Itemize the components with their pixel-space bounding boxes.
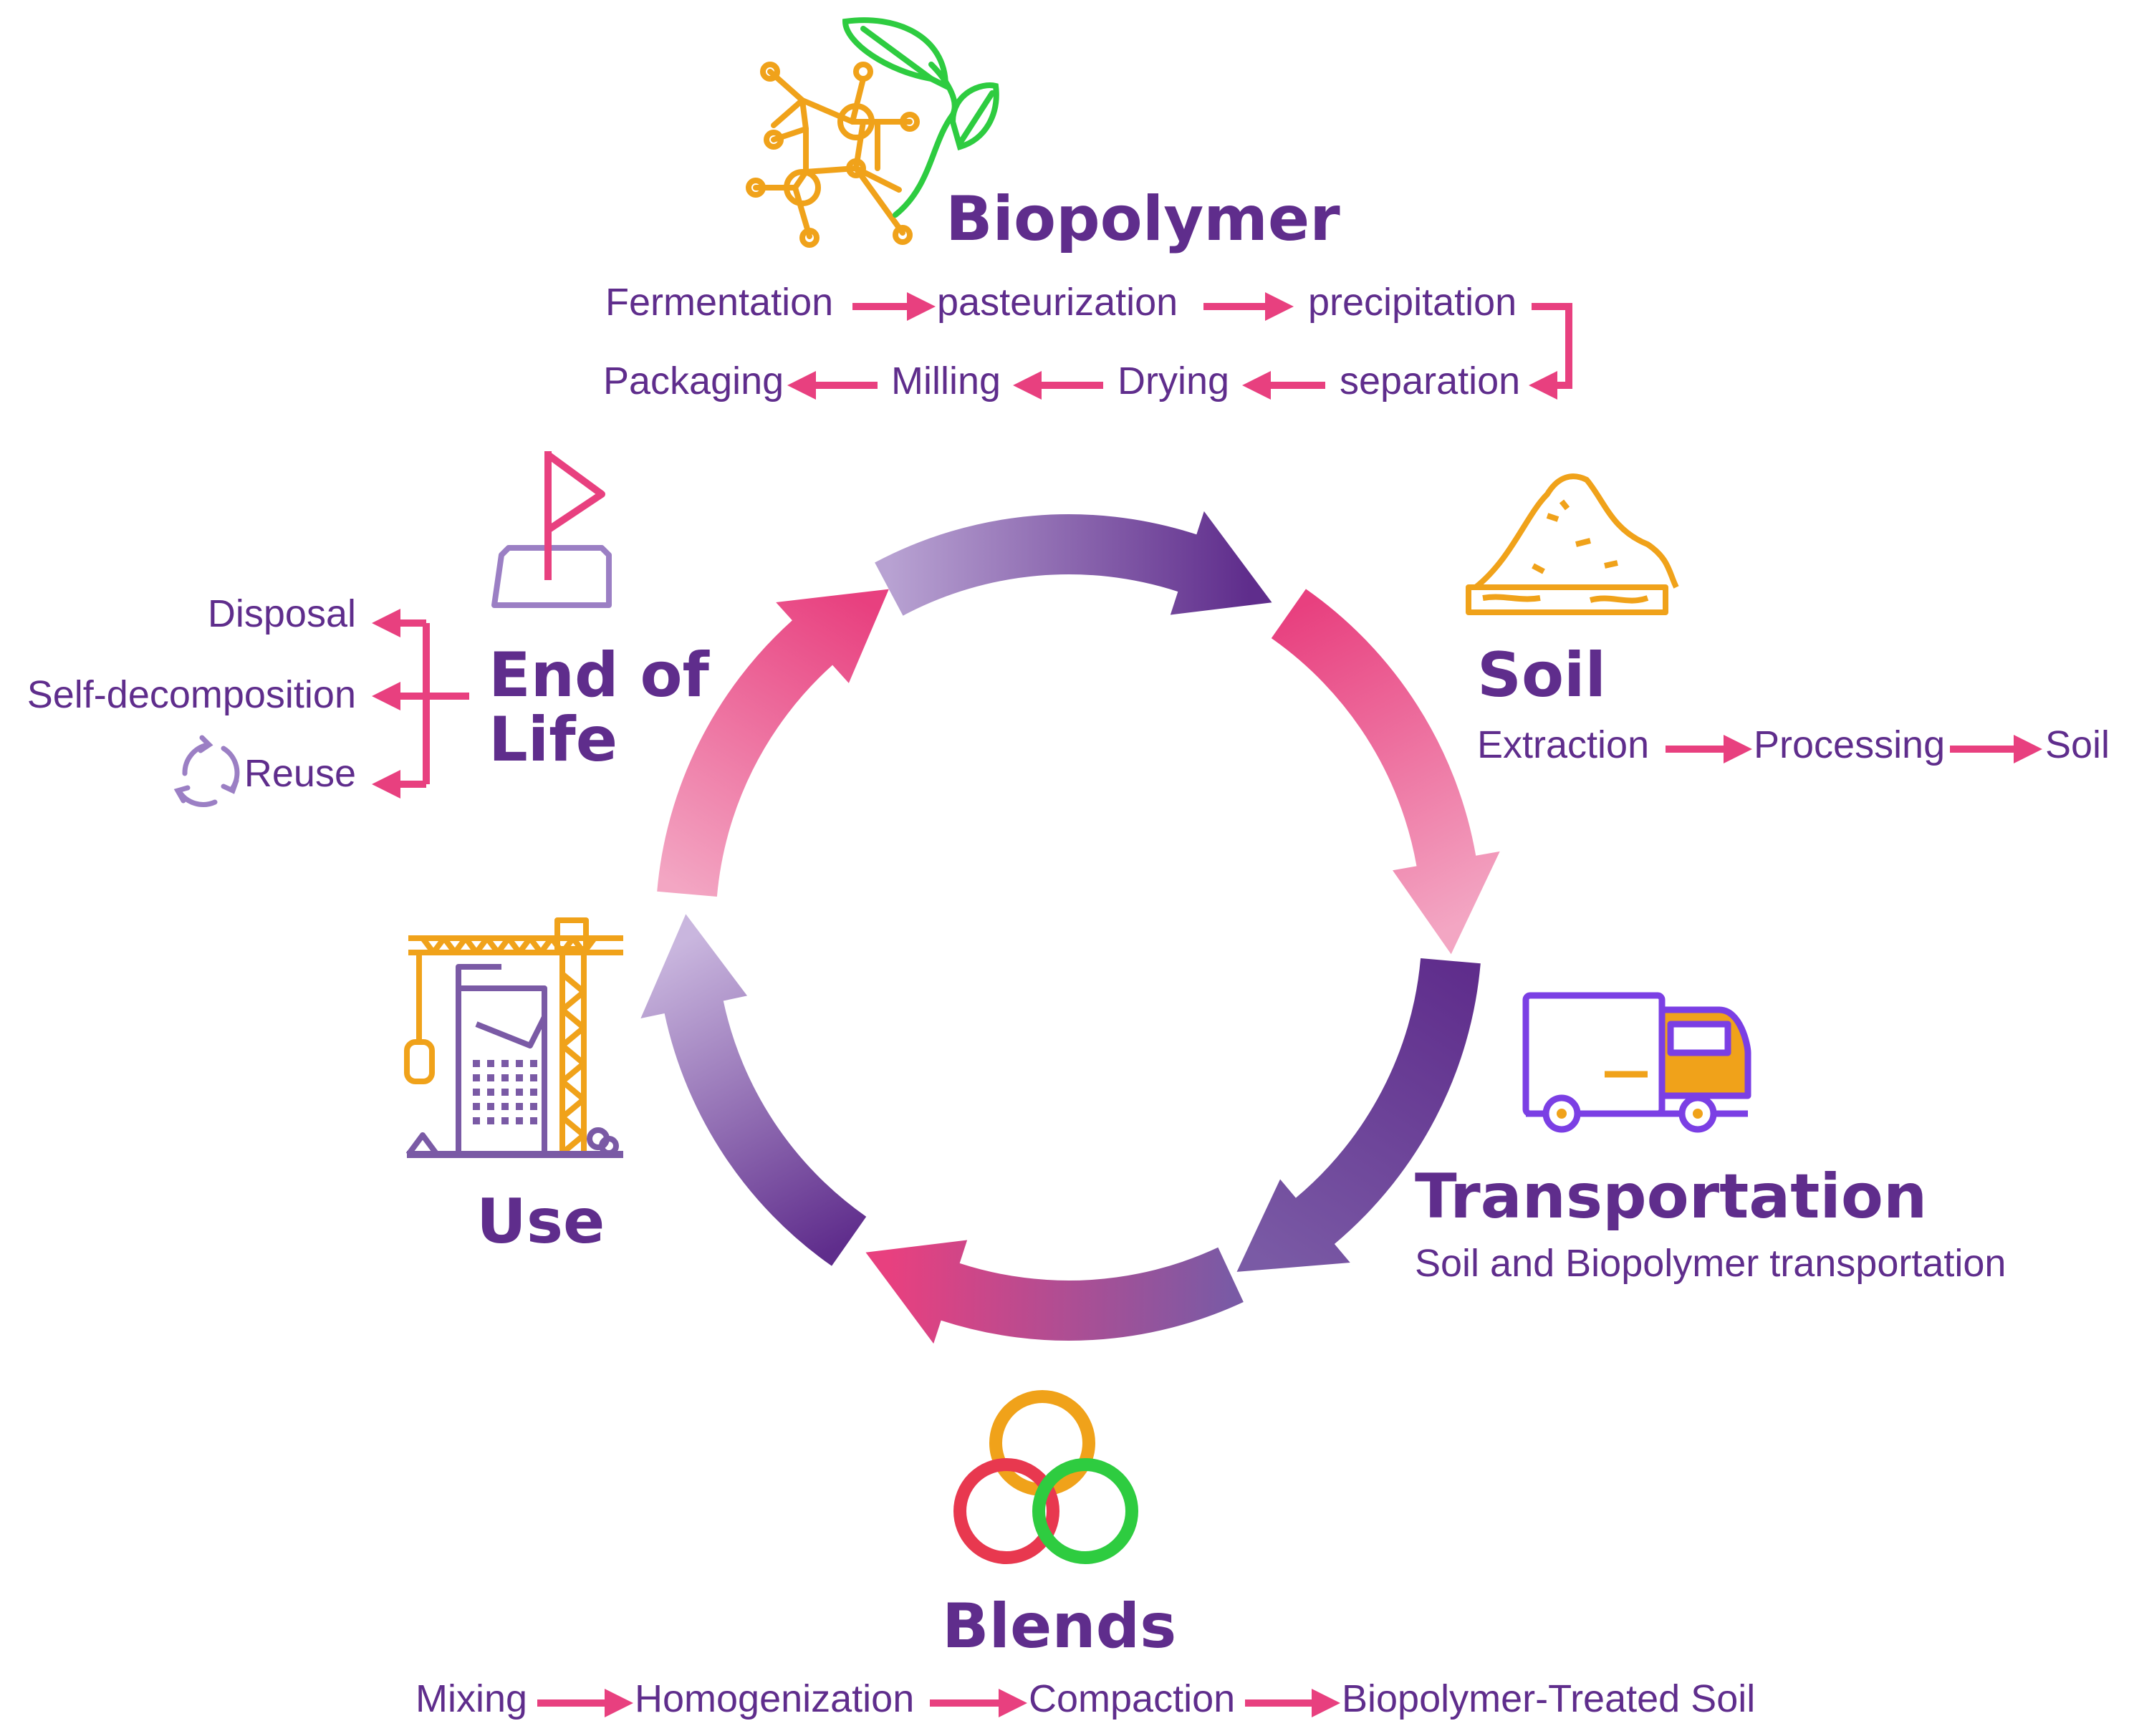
transportation-description: Soil and Biopolymer transportation	[1415, 1242, 2006, 1285]
blends-process-row: Mixing Homogenization Compaction Biopoly…	[415, 1677, 1755, 1720]
truck-icon	[1522, 992, 1751, 1133]
use-title: Use	[476, 1186, 605, 1258]
soil-title: Soil	[1477, 640, 1606, 711]
biopolymer-title: Biopolymer	[946, 183, 1340, 255]
end-of-life-branches	[372, 609, 469, 799]
flow-arrow	[1529, 303, 1572, 400]
cycle-arrow-segment	[1271, 589, 1500, 955]
transportation-stage: Transportation Soil and Biopolymer trans…	[1415, 992, 2006, 1285]
cycle-arrow-segment	[875, 511, 1272, 616]
option-self-decomposition: Self-decomposition	[27, 673, 356, 716]
soil-process-row: Extraction Processing Soil	[1477, 723, 2110, 766]
biopolymer-flow-arrows	[787, 292, 1572, 400]
blends-stage: Blends Mixing Homogenization Compaction …	[415, 1390, 1755, 1720]
soil-stage: Soil Extraction Processing Soil	[1466, 473, 2110, 766]
step-treated-soil: Biopolymer-Treated Soil	[1342, 1677, 1755, 1720]
molecule-leaf-icon	[746, 17, 999, 248]
cycle-arrow-segment	[640, 914, 867, 1266]
biopolymer-process-row2: Packaging Milling Drying separation	[603, 360, 1520, 402]
step-packaging: Packaging	[603, 360, 784, 402]
step-mixing: Mixing	[415, 1677, 527, 1720]
step-fermentation: Fermentation	[605, 281, 833, 324]
cycle-arrow-segment	[865, 1240, 1244, 1344]
interlocking-rings-icon	[953, 1390, 1138, 1564]
recycle-icon	[173, 735, 240, 807]
end-of-life-title-line2: Life	[489, 704, 617, 776]
option-reuse: Reuse	[244, 752, 356, 795]
cycle-arrow-segment	[1236, 958, 1481, 1272]
step-homogenization: Homogenization	[635, 1677, 914, 1720]
end-of-life-stage: End of Life Disposal Self-decomposition …	[27, 451, 711, 807]
transportation-title: Transportation	[1415, 1161, 1927, 1233]
end-of-life-title-line1: End of	[489, 640, 711, 711]
step-compaction: Compaction	[1029, 1677, 1235, 1720]
step-processing: Processing	[1754, 723, 1945, 766]
step-drying: Drying	[1118, 360, 1229, 402]
step-pasteurization: pasteurization	[937, 281, 1178, 324]
option-disposal: Disposal	[208, 592, 356, 635]
biopolymer-process-row1: Fermentation pasteurization precipitatio…	[605, 281, 1517, 324]
cycle-arrow-segment	[657, 589, 889, 897]
step-extraction: Extraction	[1477, 723, 1649, 766]
soil-pile-icon	[1466, 473, 1679, 615]
step-soil: Soil	[2045, 723, 2110, 766]
use-stage: Use	[404, 917, 623, 1258]
construction-crane-icon	[404, 917, 623, 1158]
biopolymer-stage: Biopolymer Fermentation pasteurization p…	[603, 17, 1572, 402]
blends-title: Blends	[942, 1591, 1176, 1662]
step-milling: Milling	[891, 360, 1001, 402]
lifecycle-cycle-arrows	[640, 511, 1500, 1344]
flag-icon	[491, 451, 612, 608]
step-precipitation: precipitation	[1308, 281, 1517, 324]
step-separation: separation	[1340, 360, 1520, 402]
end-of-life-options: Disposal Self-decomposition Reuse	[27, 592, 356, 795]
